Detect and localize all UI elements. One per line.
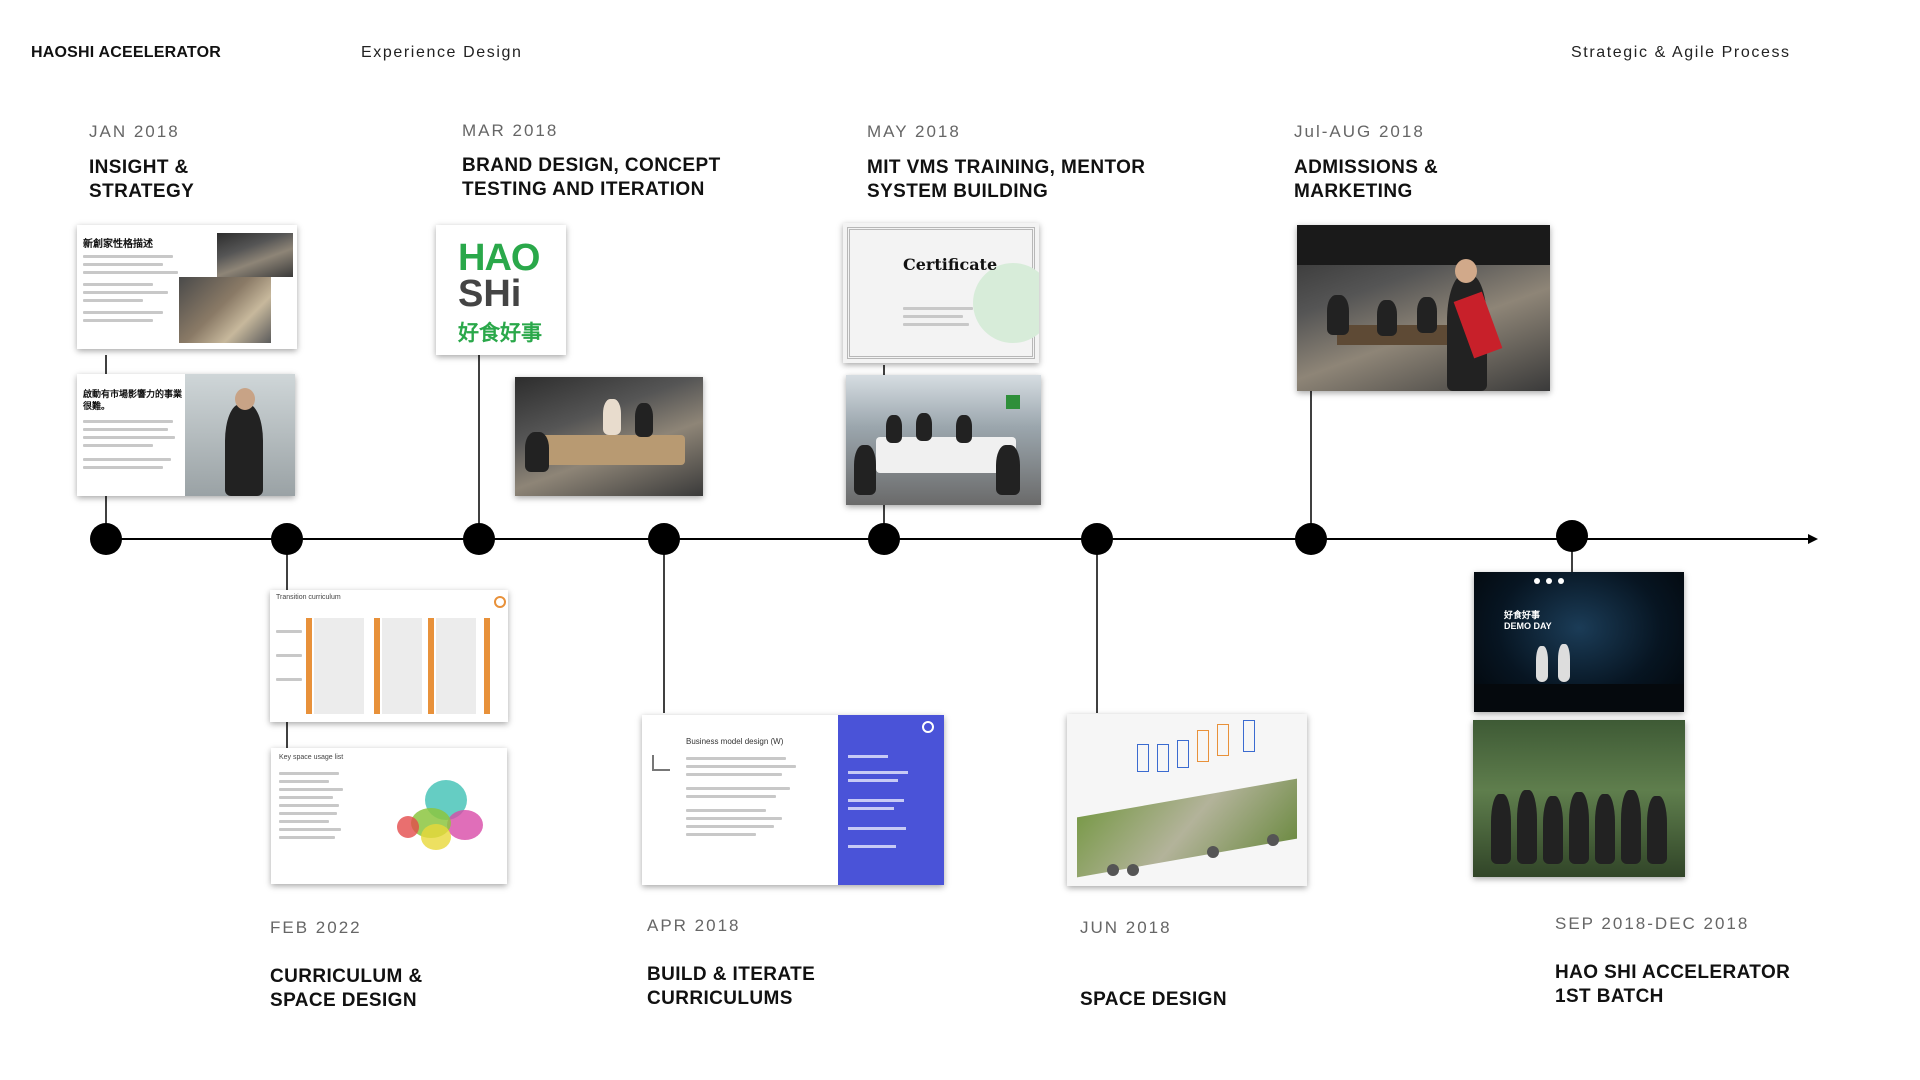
timeline-node-jun (1081, 523, 1113, 555)
space-list-title: Key space usage list (279, 754, 344, 761)
logo-text-cn: 好食好事 (458, 322, 542, 345)
milestone-feb-title: CURRICULUM & SPACE DESIGN (270, 966, 423, 1011)
timeline-node-may (868, 523, 900, 555)
milestone-jan-title: INSIGHT & STRATEGY (89, 157, 195, 202)
milestone-apr-date: APR 2018 (647, 916, 741, 935)
brand-meeting-photo (515, 377, 703, 496)
journey-slide-thumbnail: 啟動有市場影響力的事業很難。 (77, 374, 295, 496)
journey-slide-heading: 啟動有市場影響力的事業很難。 (83, 389, 183, 411)
curriculum-title: Transition curriculum (276, 594, 341, 601)
logo-text-hao: HAO (458, 237, 540, 279)
first-batch-team-photo (1473, 720, 1685, 877)
logo-text-shi: SHi (458, 273, 522, 315)
business-model-design-thumbnail: Business model design (W) (642, 715, 944, 885)
persona-slide-thumbnail: 新創家性格描述 (77, 225, 297, 349)
business-model-blue-panel (838, 715, 944, 885)
timeline-node-feb (271, 523, 303, 555)
persona-slide-heading: 新創家性格描述 (83, 239, 153, 250)
milestone-jan-date: JAN 2018 (89, 122, 180, 141)
certificate-thumbnail: Certificate (843, 223, 1039, 363)
admissions-photo (1297, 225, 1550, 391)
milestone-jun-date: JUN 2018 (1080, 918, 1172, 937)
milestone-jul-title: ADMISSIONS & MARKETING (1294, 157, 1439, 202)
space-design-render (1067, 714, 1307, 886)
milestone-apr-title: BUILD & ITERATE CURRICULUMS (647, 964, 816, 1009)
demo-day-photo: 好食好事 DEMO DAY (1474, 572, 1684, 712)
mit-training-photo (846, 375, 1041, 505)
transition-curriculum-thumbnail: Transition curriculum (270, 590, 508, 722)
timeline-arrow-head (1808, 534, 1818, 544)
timeline-node-sep (1556, 520, 1588, 552)
timeline-node-jan (90, 523, 122, 555)
milestone-sep-date: SEP 2018-DEC 2018 (1555, 914, 1750, 933)
persona-photo-1 (217, 233, 293, 277)
demo-day-text: 好食好事 DEMO DAY (1504, 610, 1552, 631)
journey-photo (185, 374, 295, 496)
milestone-may-date: MAY 2018 (867, 122, 961, 141)
milestone-mar-title: BRAND DESIGN, CONCEPT TESTING AND ITERAT… (462, 155, 721, 200)
haoshi-logo-card: HAO SHi 好食好事 (436, 225, 566, 355)
experience-design-label: Experience Design (361, 44, 523, 61)
milestone-feb-date: FEB 2022 (270, 918, 362, 937)
milestone-may-title: MIT VMS TRAINING, MENTOR SYSTEM BUILDING (867, 157, 1146, 202)
timeline-node-mar (463, 523, 495, 555)
business-model-title: Business model design (W) (686, 737, 784, 746)
key-space-usage-thumbnail: Key space usage list (271, 748, 507, 884)
persona-photo-2 (179, 277, 271, 343)
milestone-mar-date: MAR 2018 (462, 121, 559, 140)
strategic-process-label: Strategic & Agile Process (1571, 44, 1791, 61)
timeline-node-jul (1295, 523, 1327, 555)
milestone-jul-date: Jul-AUG 2018 (1294, 122, 1425, 141)
milestone-jun-title: SPACE DESIGN (1080, 989, 1227, 1010)
timeline-node-apr (648, 523, 680, 555)
certificate-title: Certificate (903, 255, 998, 274)
milestone-sep-title: HAO SHI ACCELERATOR 1ST BATCH (1555, 962, 1791, 1007)
brand-title: HAOSHI ACEELERATOR (31, 44, 221, 61)
